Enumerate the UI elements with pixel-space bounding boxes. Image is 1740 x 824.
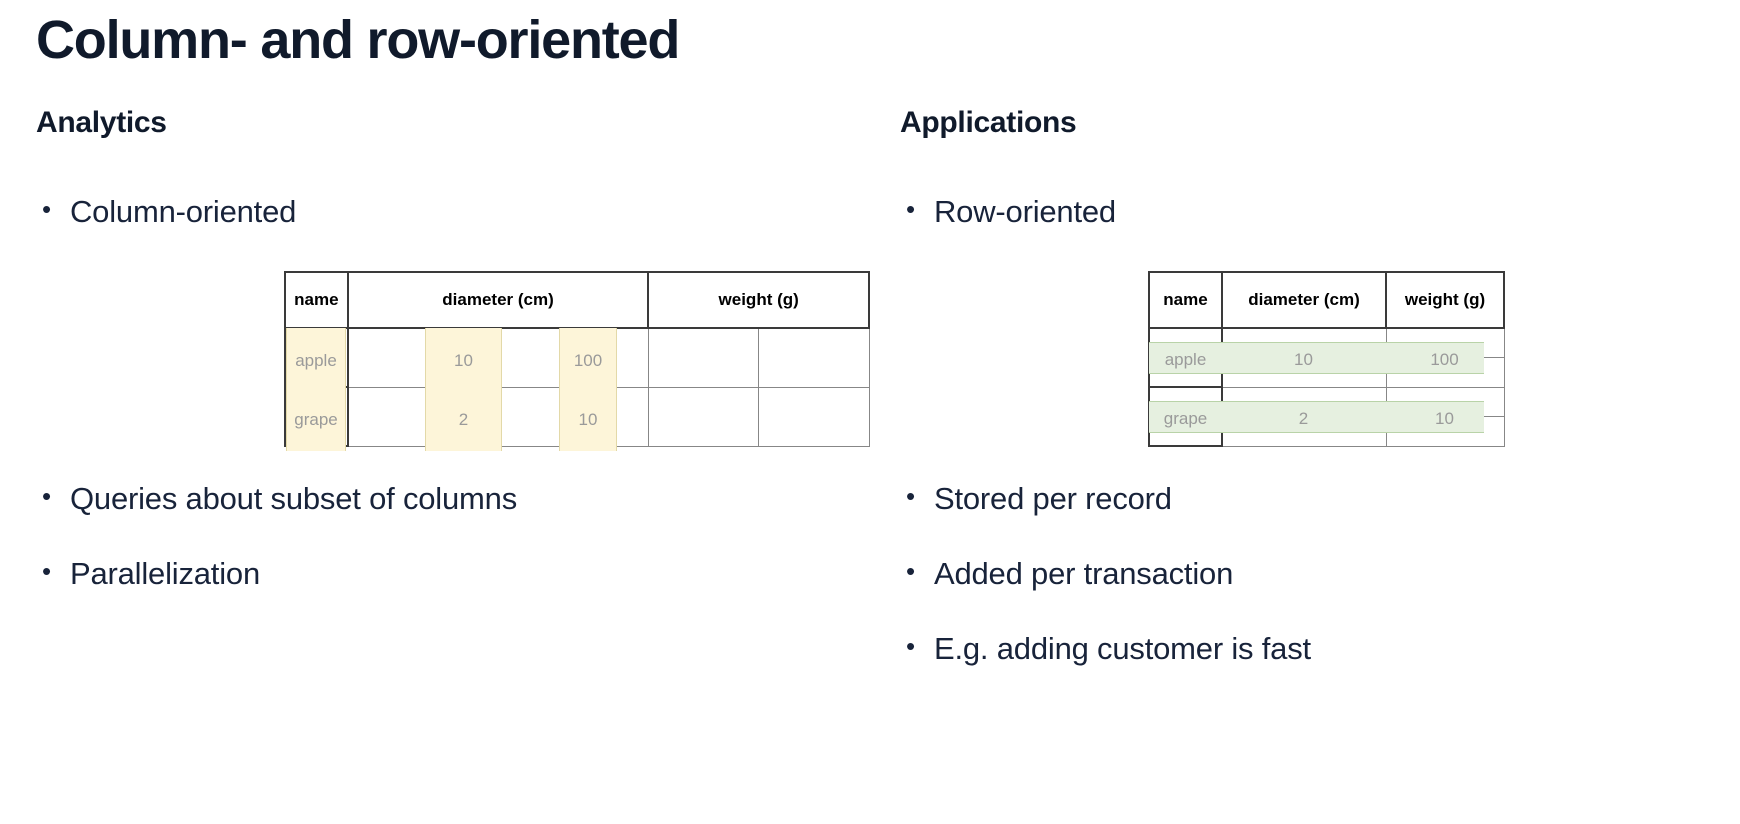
- cell-diameter-grape-bottom: [1221, 415, 1387, 447]
- table-row: [284, 327, 870, 388]
- column-header-name: name: [284, 271, 349, 329]
- bullet-dot-icon: •: [906, 194, 915, 224]
- column-header-weight: weight (g): [1385, 271, 1505, 329]
- list-item: • Added per transaction: [900, 558, 1740, 633]
- row-oriented-table-wrap: name diameter (cm) weight (g): [900, 271, 1740, 483]
- bullet-dot-icon: •: [906, 481, 915, 511]
- cell-diameter-grape-a: [347, 386, 499, 447]
- table-row: [1148, 415, 1505, 447]
- cell-name-apple-top: [1148, 327, 1223, 358]
- list-item-label: E.g. adding customer is fast: [934, 631, 1311, 666]
- column-header-diameter: diameter (cm): [346, 271, 650, 329]
- list-item: • Queries about subset of columns: [36, 483, 870, 558]
- table-row: [284, 386, 870, 447]
- table-row: [1148, 327, 1505, 358]
- left-column: Analytics • Column-oriented name diamete…: [0, 104, 870, 708]
- column-header-name: name: [1148, 271, 1223, 329]
- list-item: • Parallelization: [36, 558, 870, 633]
- table-row: [1148, 386, 1505, 417]
- cell-weight-apple-bottom: [1385, 356, 1505, 388]
- table-row: [1148, 356, 1505, 388]
- list-item-label: Column-oriented: [70, 194, 297, 229]
- cell-name-apple: [284, 327, 349, 388]
- cell-name-grape-bottom: [1148, 415, 1223, 447]
- cell-name-apple-bottom: [1148, 356, 1223, 388]
- bullet-dot-icon: •: [906, 631, 915, 661]
- bullet-dot-icon: •: [42, 481, 51, 511]
- right-bullets-before-table: • Row-oriented: [900, 196, 1740, 271]
- list-item-label: Stored per record: [934, 481, 1172, 516]
- cell-weight-grape-bottom: [1385, 415, 1505, 447]
- cell-diameter-apple-top: [1221, 327, 1387, 358]
- cell-weight-grape-top: [1385, 386, 1505, 417]
- cell-diameter-apple-b: [497, 327, 649, 388]
- list-item: • E.g. adding customer is fast: [900, 633, 1740, 708]
- left-bullets-before-table: • Column-oriented: [36, 196, 870, 271]
- right-bullets-after-table: • Stored per record • Added per transact…: [900, 483, 1740, 708]
- list-item: • Row-oriented: [900, 196, 1740, 271]
- column-oriented-table-wrap: name diameter (cm) weight (g): [36, 271, 870, 483]
- cell-diameter-grape-b: [497, 386, 649, 447]
- bullet-dot-icon: •: [42, 556, 51, 586]
- cell-diameter-apple-a: [347, 327, 499, 388]
- cell-weight-apple-b: [758, 327, 870, 388]
- cell-weight-grape-a: [647, 386, 760, 447]
- left-bullets-after-table: • Queries about subset of columns • Para…: [36, 483, 870, 633]
- bullet-dot-icon: •: [906, 556, 915, 586]
- bullet-dot-icon: •: [42, 194, 51, 224]
- table-header-row: name diameter (cm) weight (g): [284, 271, 870, 329]
- list-item: • Column-oriented: [36, 196, 870, 271]
- cell-weight-apple-a: [647, 327, 760, 388]
- list-item-label: Parallelization: [70, 556, 260, 591]
- cell-diameter-apple-bottom: [1221, 356, 1387, 388]
- list-item-label: Queries about subset of columns: [70, 481, 517, 516]
- column-oriented-table: name diameter (cm) weight (g): [284, 271, 870, 447]
- right-column: Applications • Row-oriented name diamete…: [870, 104, 1740, 708]
- list-item-label: Row-oriented: [934, 194, 1116, 229]
- column-header-weight: weight (g): [647, 271, 870, 329]
- cell-weight-apple-top: [1385, 327, 1505, 358]
- column-header-diameter: diameter (cm): [1221, 271, 1387, 329]
- list-item-label: Added per transaction: [934, 556, 1234, 591]
- table-header-row: name diameter (cm) weight (g): [1148, 271, 1505, 329]
- list-item: • Stored per record: [900, 483, 1740, 558]
- left-column-heading: Analytics: [36, 106, 167, 139]
- row-oriented-table: name diameter (cm) weight (g): [1148, 271, 1505, 447]
- two-column-layout: Analytics • Column-oriented name diamete…: [0, 104, 1740, 708]
- page-title: Column- and row-oriented: [36, 10, 680, 70]
- cell-name-grape: [284, 386, 349, 447]
- cell-name-grape-top: [1148, 386, 1223, 417]
- cell-diameter-grape-top: [1221, 386, 1387, 417]
- cell-weight-grape-b: [758, 386, 870, 447]
- right-column-heading: Applications: [900, 106, 1077, 139]
